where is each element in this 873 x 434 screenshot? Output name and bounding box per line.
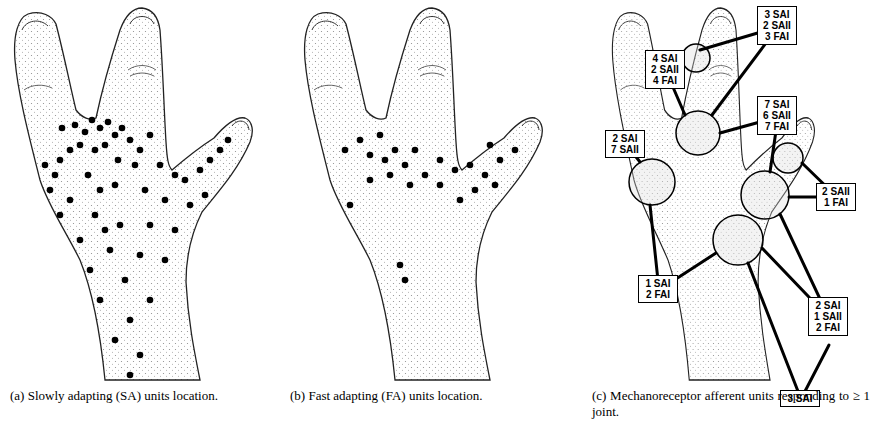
- receptor-dot: [382, 157, 389, 164]
- receptor-dot: [67, 197, 74, 204]
- receptor-dot: [407, 182, 414, 189]
- receptor-dot: [437, 157, 444, 164]
- unit-count: 3 SAI 2 SAII 3 FAI: [762, 9, 792, 42]
- receptor-dot: [367, 152, 374, 159]
- receptor-dot: [377, 132, 384, 139]
- receptor-dot: [512, 147, 519, 154]
- receptor-dot: [127, 372, 134, 379]
- receptor-dot: [117, 222, 124, 229]
- receptor-dot: [342, 147, 349, 154]
- receptor-dot: [482, 172, 489, 179]
- unit-count: 1 SAI 2 FAI: [643, 278, 673, 300]
- receptor-dot: [52, 172, 59, 179]
- receptor-dot: [422, 172, 429, 179]
- subfigure-caption: (a) Slowly adapting (SA) units location.: [10, 388, 265, 404]
- receptor-dot: [472, 187, 479, 194]
- subfigure-caption: (b) Fast adapting (FA) units location.: [290, 388, 545, 404]
- count-box: 2 SAI 7 SAII: [605, 130, 645, 158]
- receptor-dot: [112, 182, 119, 189]
- receptor-dot: [127, 137, 134, 144]
- receptor-dot: [142, 187, 149, 194]
- receptor-dot: [67, 147, 74, 154]
- receptor-dot: [162, 197, 169, 204]
- receptor-dot: [85, 172, 92, 179]
- receptor-dot: [119, 125, 126, 132]
- receptor-dot: [137, 147, 144, 154]
- receptor-dot: [42, 162, 49, 169]
- receptor-dot: [147, 222, 154, 229]
- receptor-dot: [92, 212, 99, 219]
- receptor-dot: [157, 162, 164, 169]
- receptor-dot: [77, 237, 84, 244]
- receptor-dot: [402, 277, 409, 284]
- receptor-dot: [202, 192, 209, 199]
- receptor-dot: [187, 202, 194, 209]
- receptor-dot: [172, 227, 179, 234]
- receptor-dot: [57, 212, 64, 219]
- receptor-dot: [452, 167, 459, 174]
- receptor-dot: [77, 142, 84, 149]
- receptor-dot: [162, 257, 169, 264]
- receptor-dot: [357, 137, 364, 144]
- receptor-dot: [387, 172, 394, 179]
- receptor-dot: [122, 277, 129, 284]
- receptor-dot: [72, 122, 79, 129]
- unit-count: 2 SAI 1 SAII 2 FAI: [813, 300, 843, 333]
- count-box: 1 SAI 2 FAI: [638, 275, 678, 303]
- count-box: 7 SAI 6 SAII 7 FAI: [757, 96, 797, 135]
- receptor-dot: [112, 132, 119, 139]
- receptor-dot: [457, 197, 464, 204]
- count-box: 2 SAII 1 FAI: [816, 183, 856, 211]
- unit-count: 2 SAII 1 FAI: [821, 186, 851, 208]
- receptor-dot: [112, 337, 119, 344]
- receptor-dot: [137, 252, 144, 259]
- receptor-dot: [172, 172, 179, 179]
- receptor-dot: [47, 187, 54, 194]
- receptor-dot: [102, 142, 109, 149]
- subfigure-caption: (c) Mechanoreceptor afferent units respo…: [592, 388, 870, 420]
- receptor-dot: [397, 262, 404, 269]
- unit-count: 4 SAI 2 SAII 4 FAI: [650, 53, 680, 86]
- receptor-dot: [87, 267, 94, 274]
- receptor-dot: [59, 125, 66, 132]
- receptor-dot: [225, 137, 232, 144]
- receptor-dot: [402, 162, 409, 169]
- receptor-dot: [437, 182, 444, 189]
- receptor-dot: [347, 202, 354, 209]
- receptor-dot: [82, 129, 89, 136]
- receptor-dot: [207, 157, 214, 164]
- unit-count: 2 SAI 7 SAII: [610, 133, 640, 155]
- receptor-dot: [147, 297, 154, 304]
- receptor-dot: [392, 147, 399, 154]
- receptor-dot: [105, 119, 112, 126]
- count-box: 3 SAI 2 SAII 3 FAI: [757, 6, 797, 45]
- receptor-dot: [107, 247, 114, 254]
- receptor-dot: [132, 162, 139, 169]
- receptor-dot: [89, 117, 96, 124]
- receptor-dot: [115, 157, 122, 164]
- receptor-dot: [102, 227, 109, 234]
- receptor-dot: [217, 147, 224, 154]
- receptor-dot: [412, 147, 419, 154]
- receptor-dot: [137, 352, 144, 359]
- receptor-dot: [367, 177, 374, 184]
- receptor-dot: [492, 182, 499, 189]
- receptor-dot: [487, 142, 494, 149]
- receptor-dot: [182, 177, 189, 184]
- receptor-dot: [97, 187, 104, 194]
- receptor-dot: [57, 157, 64, 164]
- receptor-dot: [92, 147, 99, 154]
- count-box: 2 SAI 1 SAII 2 FAI: [808, 297, 848, 336]
- receptor-dot: [127, 317, 134, 324]
- receptor-dot: [467, 162, 474, 169]
- unit-count: 7 SAI 6 SAII 7 FAI: [762, 99, 792, 132]
- receptor-dot: [197, 167, 204, 174]
- receptor-dot: [497, 157, 504, 164]
- count-box: 4 SAI 2 SAII 4 FAI: [645, 50, 685, 89]
- receptor-dot: [97, 125, 104, 132]
- receptor-dot: [147, 132, 154, 139]
- receptor-dot: [97, 297, 104, 304]
